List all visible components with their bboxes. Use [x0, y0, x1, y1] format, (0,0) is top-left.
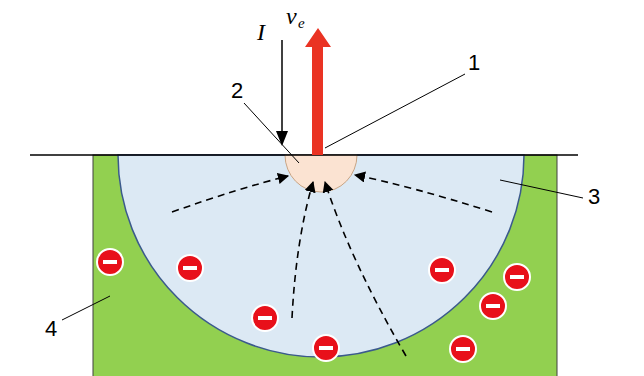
current-symbol: I — [257, 20, 265, 44]
callout-number: 2 — [231, 80, 243, 102]
negative-charge — [480, 293, 506, 319]
negative-charge — [313, 335, 339, 361]
leader-line — [62, 296, 110, 320]
negative-charges — [97, 249, 530, 362]
negative-charge — [429, 257, 455, 283]
negative-charge — [97, 249, 123, 275]
emitter-region — [285, 155, 357, 192]
current-arrow — [281, 40, 283, 132]
field-line — [172, 176, 288, 212]
leader-line — [500, 180, 583, 198]
field-line — [355, 175, 492, 212]
callout-number: 3 — [588, 186, 600, 208]
leader-line — [244, 103, 299, 163]
field-lines — [172, 175, 492, 356]
field-line — [292, 182, 313, 318]
field-line — [325, 182, 406, 356]
leader-line — [325, 74, 465, 148]
velocity-symbol: v — [286, 4, 297, 28]
emission-arrow — [305, 28, 331, 155]
negative-charge — [504, 264, 530, 290]
callout-number: 1 — [468, 52, 480, 74]
negative-charge — [450, 336, 476, 362]
depletion-region — [118, 155, 524, 357]
surface-line — [30, 154, 578, 156]
callout-number: 4 — [45, 318, 57, 340]
substrate-region — [93, 155, 557, 376]
negative-charge — [252, 305, 278, 331]
leader-lines — [62, 74, 583, 320]
velocity-subscript: e — [298, 16, 305, 31]
negative-charge — [177, 255, 203, 281]
